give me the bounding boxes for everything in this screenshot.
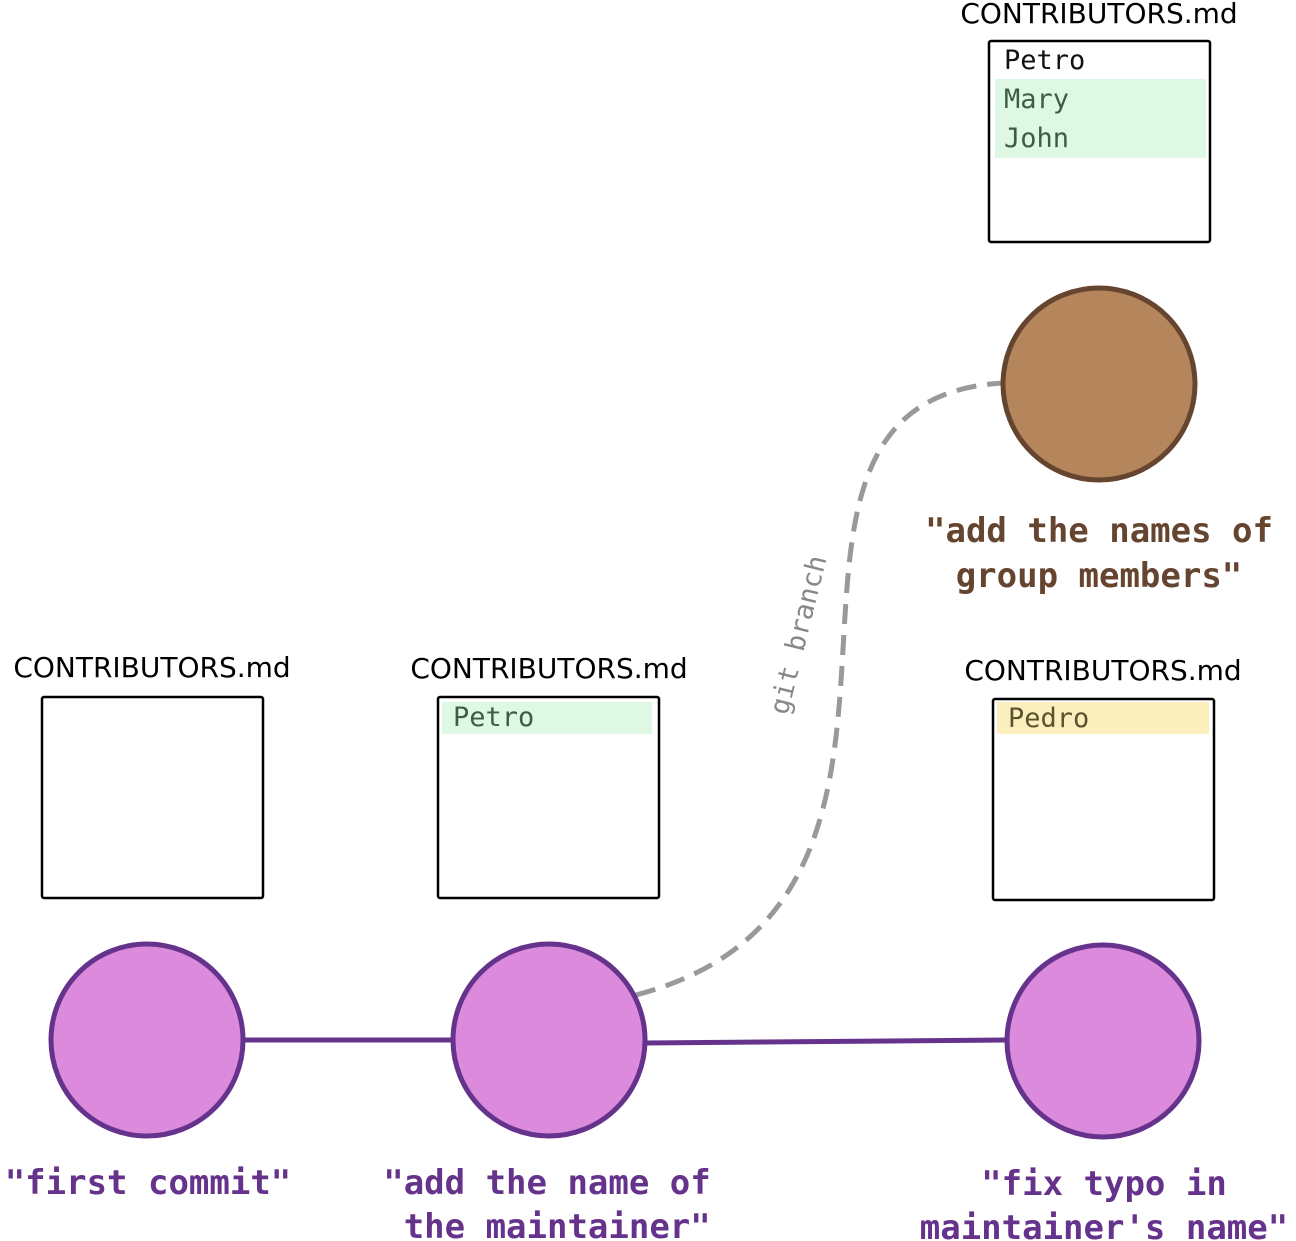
file-title: CONTRIBUTORS.md bbox=[410, 652, 687, 685]
file-box-maintainer: CONTRIBUTORS.md Petro bbox=[410, 652, 688, 900]
file-title: CONTRIBUTORS.md bbox=[964, 654, 1241, 687]
commit-message-typo-line1: "fix typo in bbox=[981, 1164, 1227, 1204]
branch-edge bbox=[635, 380, 1004, 998]
commit-node-first bbox=[48, 941, 246, 1139]
file-box-frame bbox=[436, 695, 661, 900]
commit-node-group bbox=[1000, 285, 1198, 483]
file-title: CONTRIBUTORS.md bbox=[960, 0, 1237, 30]
file-box-frame bbox=[40, 695, 265, 900]
changed-line-highlight bbox=[997, 702, 1209, 734]
commit-message-group-line2: group members" bbox=[956, 556, 1243, 596]
commit-message-group-line1: "add the names of bbox=[925, 511, 1273, 551]
file-line-added: John bbox=[1004, 123, 1069, 154]
commit-message-maintainer-line1: "add the name of bbox=[383, 1163, 711, 1203]
file-line-unchanged: Petro bbox=[1004, 45, 1085, 76]
commit-message-first: "first commit" bbox=[5, 1163, 292, 1203]
file-box-first: CONTRIBUTORS.md bbox=[13, 651, 291, 900]
file-title: CONTRIBUTORS.md bbox=[13, 651, 290, 684]
branch-edge-label-text: git branch bbox=[764, 552, 833, 717]
commit-node-typo bbox=[1004, 942, 1202, 1140]
branch-edge-label: git branch bbox=[764, 552, 833, 717]
added-line-highlight bbox=[442, 702, 652, 734]
main-edge-maintainer-to-typo bbox=[645, 1037, 1007, 1046]
file-line-added: Mary bbox=[1004, 84, 1069, 115]
file-line-changed: Pedro bbox=[1008, 703, 1089, 734]
commit-message-maintainer-line2: the maintainer" bbox=[383, 1207, 711, 1241]
commit-message-typo-line2: maintainer's name" bbox=[920, 1208, 1288, 1241]
file-box-group: CONTRIBUTORS.md Petro Mary John bbox=[960, 0, 1238, 244]
file-box-frame bbox=[991, 697, 1216, 902]
commit-node-maintainer bbox=[450, 941, 648, 1139]
file-line-added: Petro bbox=[453, 702, 534, 733]
file-box-typo: CONTRIBUTORS.md Pedro bbox=[964, 654, 1242, 902]
added-lines-highlight bbox=[995, 79, 1206, 158]
